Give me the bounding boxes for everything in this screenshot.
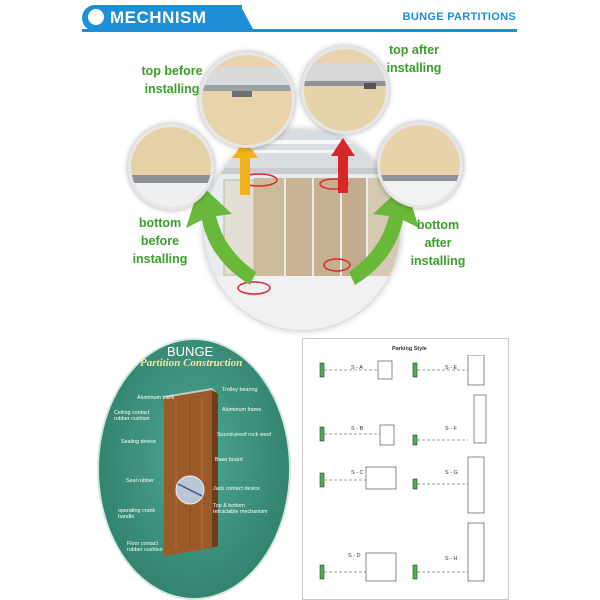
label-base-board: Base board [215,457,243,463]
brand-name: BUNGE PARTITIONS [402,11,516,23]
bottom-before-closeup [128,124,214,210]
label-rock-wool: Sound-proof rock wool [217,432,271,438]
construction-title: Partition Construction [140,357,243,369]
parking-sh: S - H [445,556,458,562]
label-aluminum-frame: Aluminum frame [222,407,262,413]
arrow-curve-green-left-icon [186,184,256,285]
parking-title: Parking Style [392,346,427,352]
arrow-up-red-icon [331,138,355,193]
arrow-curve-green-right-icon [349,184,419,285]
parking-diagrams [319,355,487,582]
parking-se: S - E [445,365,458,371]
label-sealing-device: Sealing device [121,439,157,445]
label-seal-rubber: Seal rubber [126,478,154,484]
parking-sc: S - C [351,470,364,476]
arrow-up-yellow-icon [232,140,258,195]
parking-sf: S - F [445,426,457,432]
partition-panel-image [158,388,220,556]
parking-sb: S - B [351,426,364,432]
label-aluminum-track: Aluminum track [137,395,175,401]
label-trolley-bearing: Trolley bearing [222,387,258,393]
header-bullet-icon [88,9,104,25]
bottom-after-closeup [377,122,463,208]
construction-brand: BUNGE [167,344,214,359]
top-before-closeup [199,52,295,148]
header-title-background [82,5,242,31]
header-underline [82,29,517,32]
section-title: MECHNISM [110,8,207,27]
parking-sa: S - A [351,365,363,371]
label-jack-contact: Jack contact device [213,486,261,492]
parking-sg: S - G [445,470,458,476]
parking-sd: S - D [348,553,361,559]
top-after-closeup [301,46,389,134]
